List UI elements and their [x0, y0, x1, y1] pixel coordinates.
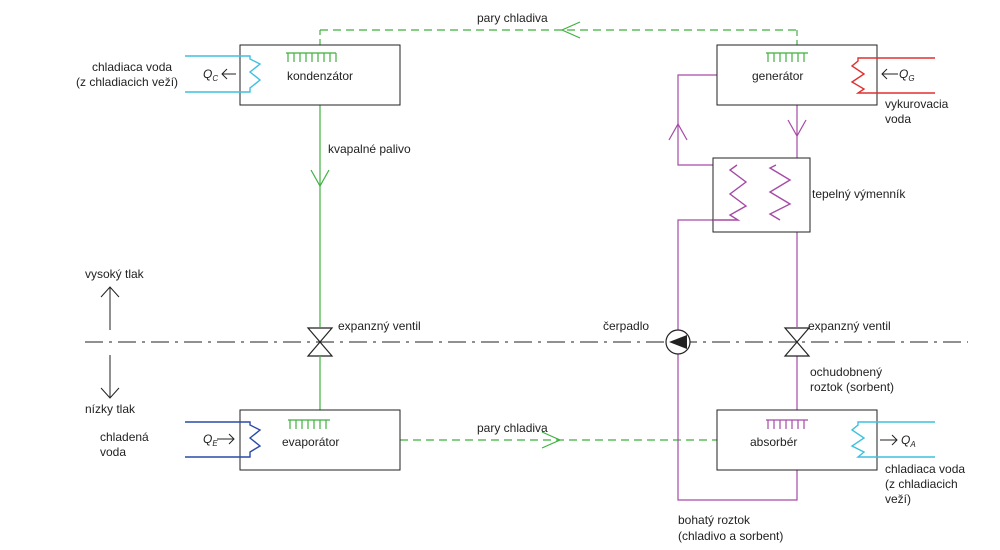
absorber-cooling-coil	[850, 421, 935, 458]
absorber-water-label-1: chladiaca voda	[885, 462, 965, 476]
expansion-valve-right-label: expanzný ventil	[808, 319, 891, 333]
strong-solution-return-line	[677, 74, 717, 166]
high-pressure-label: vysoký tlak	[85, 267, 145, 281]
refrigerant-vapor-top-line	[319, 21, 798, 45]
refrigerant-vapor-bottom-line	[400, 431, 717, 449]
expansion-valve-right	[783, 327, 811, 357]
rich-solution-line	[677, 354, 798, 501]
weak-solution-label-1: ochudobnený	[810, 365, 882, 379]
expansion-valve-left-label: expanzný ventil	[338, 319, 421, 333]
evaporator-distributor	[288, 419, 330, 429]
chilled-water-label-1: chladená	[100, 430, 149, 444]
evaporator-heat-arrow	[217, 433, 235, 445]
heat-exchanger-coils	[713, 164, 792, 221]
evaporator-heat-symbol: QE	[203, 432, 218, 448]
absorber-water-label-3: veží)	[885, 492, 911, 506]
heat-exchanger-box	[712, 157, 811, 233]
condenser-water-label-1: chladiaca voda	[92, 60, 172, 74]
evaporator-chilled-coil	[185, 421, 262, 458]
pump-symbol	[665, 329, 691, 355]
heat-exchanger-label: tepelný výmenník	[812, 187, 906, 201]
generator-box	[716, 44, 878, 106]
high-pressure-arrow	[100, 286, 120, 330]
absorber-water-label-2: (z chladiacich	[885, 477, 958, 491]
condenser-cooling-coil	[185, 55, 262, 93]
low-pressure-arrow	[100, 355, 120, 399]
rich-solution-label-1: bohatý roztok	[678, 513, 751, 527]
generator-distributor	[766, 52, 808, 62]
heating-water-label-2: voda	[885, 112, 911, 126]
condenser-box	[239, 44, 401, 106]
generator-label: generátor	[752, 69, 803, 83]
refrigerant-vapor-top-label: pary chladiva	[477, 11, 548, 25]
heating-water-label-1: vykurovacia	[885, 97, 949, 111]
absorber-heat-arrow	[880, 434, 898, 446]
chilled-water-label-2: voda	[100, 445, 126, 459]
low-pressure-label: nízky tlak	[85, 402, 136, 416]
solution-lines	[668, 74, 807, 501]
generator-arrow-up	[668, 122, 688, 141]
condenser-water-label-2: (z chladiacich veží)	[76, 75, 178, 89]
refrigerant-vapor-bottom-label: pary chladiva	[477, 421, 548, 435]
generator-heat-arrow	[881, 68, 898, 80]
absorber-distributor	[766, 419, 808, 429]
evaporator-label: evaporátor	[282, 435, 339, 449]
condenser-heat-symbol: QC	[203, 67, 218, 83]
generator-arrow-down	[787, 119, 807, 138]
generator-heating-coil	[850, 57, 935, 94]
liquid-refrigerant-line	[310, 105, 330, 327]
absorber-heat-symbol: QA	[901, 433, 916, 449]
condenser-distributor	[286, 52, 337, 62]
weak-solution-label-2: roztok (sorbent)	[810, 380, 894, 394]
generator-heat-symbol: QG	[899, 67, 915, 83]
rich-solution-label-2: (chladivo a sorbent)	[678, 529, 783, 543]
exchanger-to-pump-line	[677, 219, 713, 330]
absorber-label: absorbér	[750, 435, 797, 449]
pump-label: čerpadlo	[603, 319, 649, 333]
condenser-label: kondenzátor	[287, 69, 353, 83]
condenser-heat-arrow	[221, 68, 236, 80]
liquid-refrigerant-label: kvapalné palivo	[328, 142, 411, 156]
